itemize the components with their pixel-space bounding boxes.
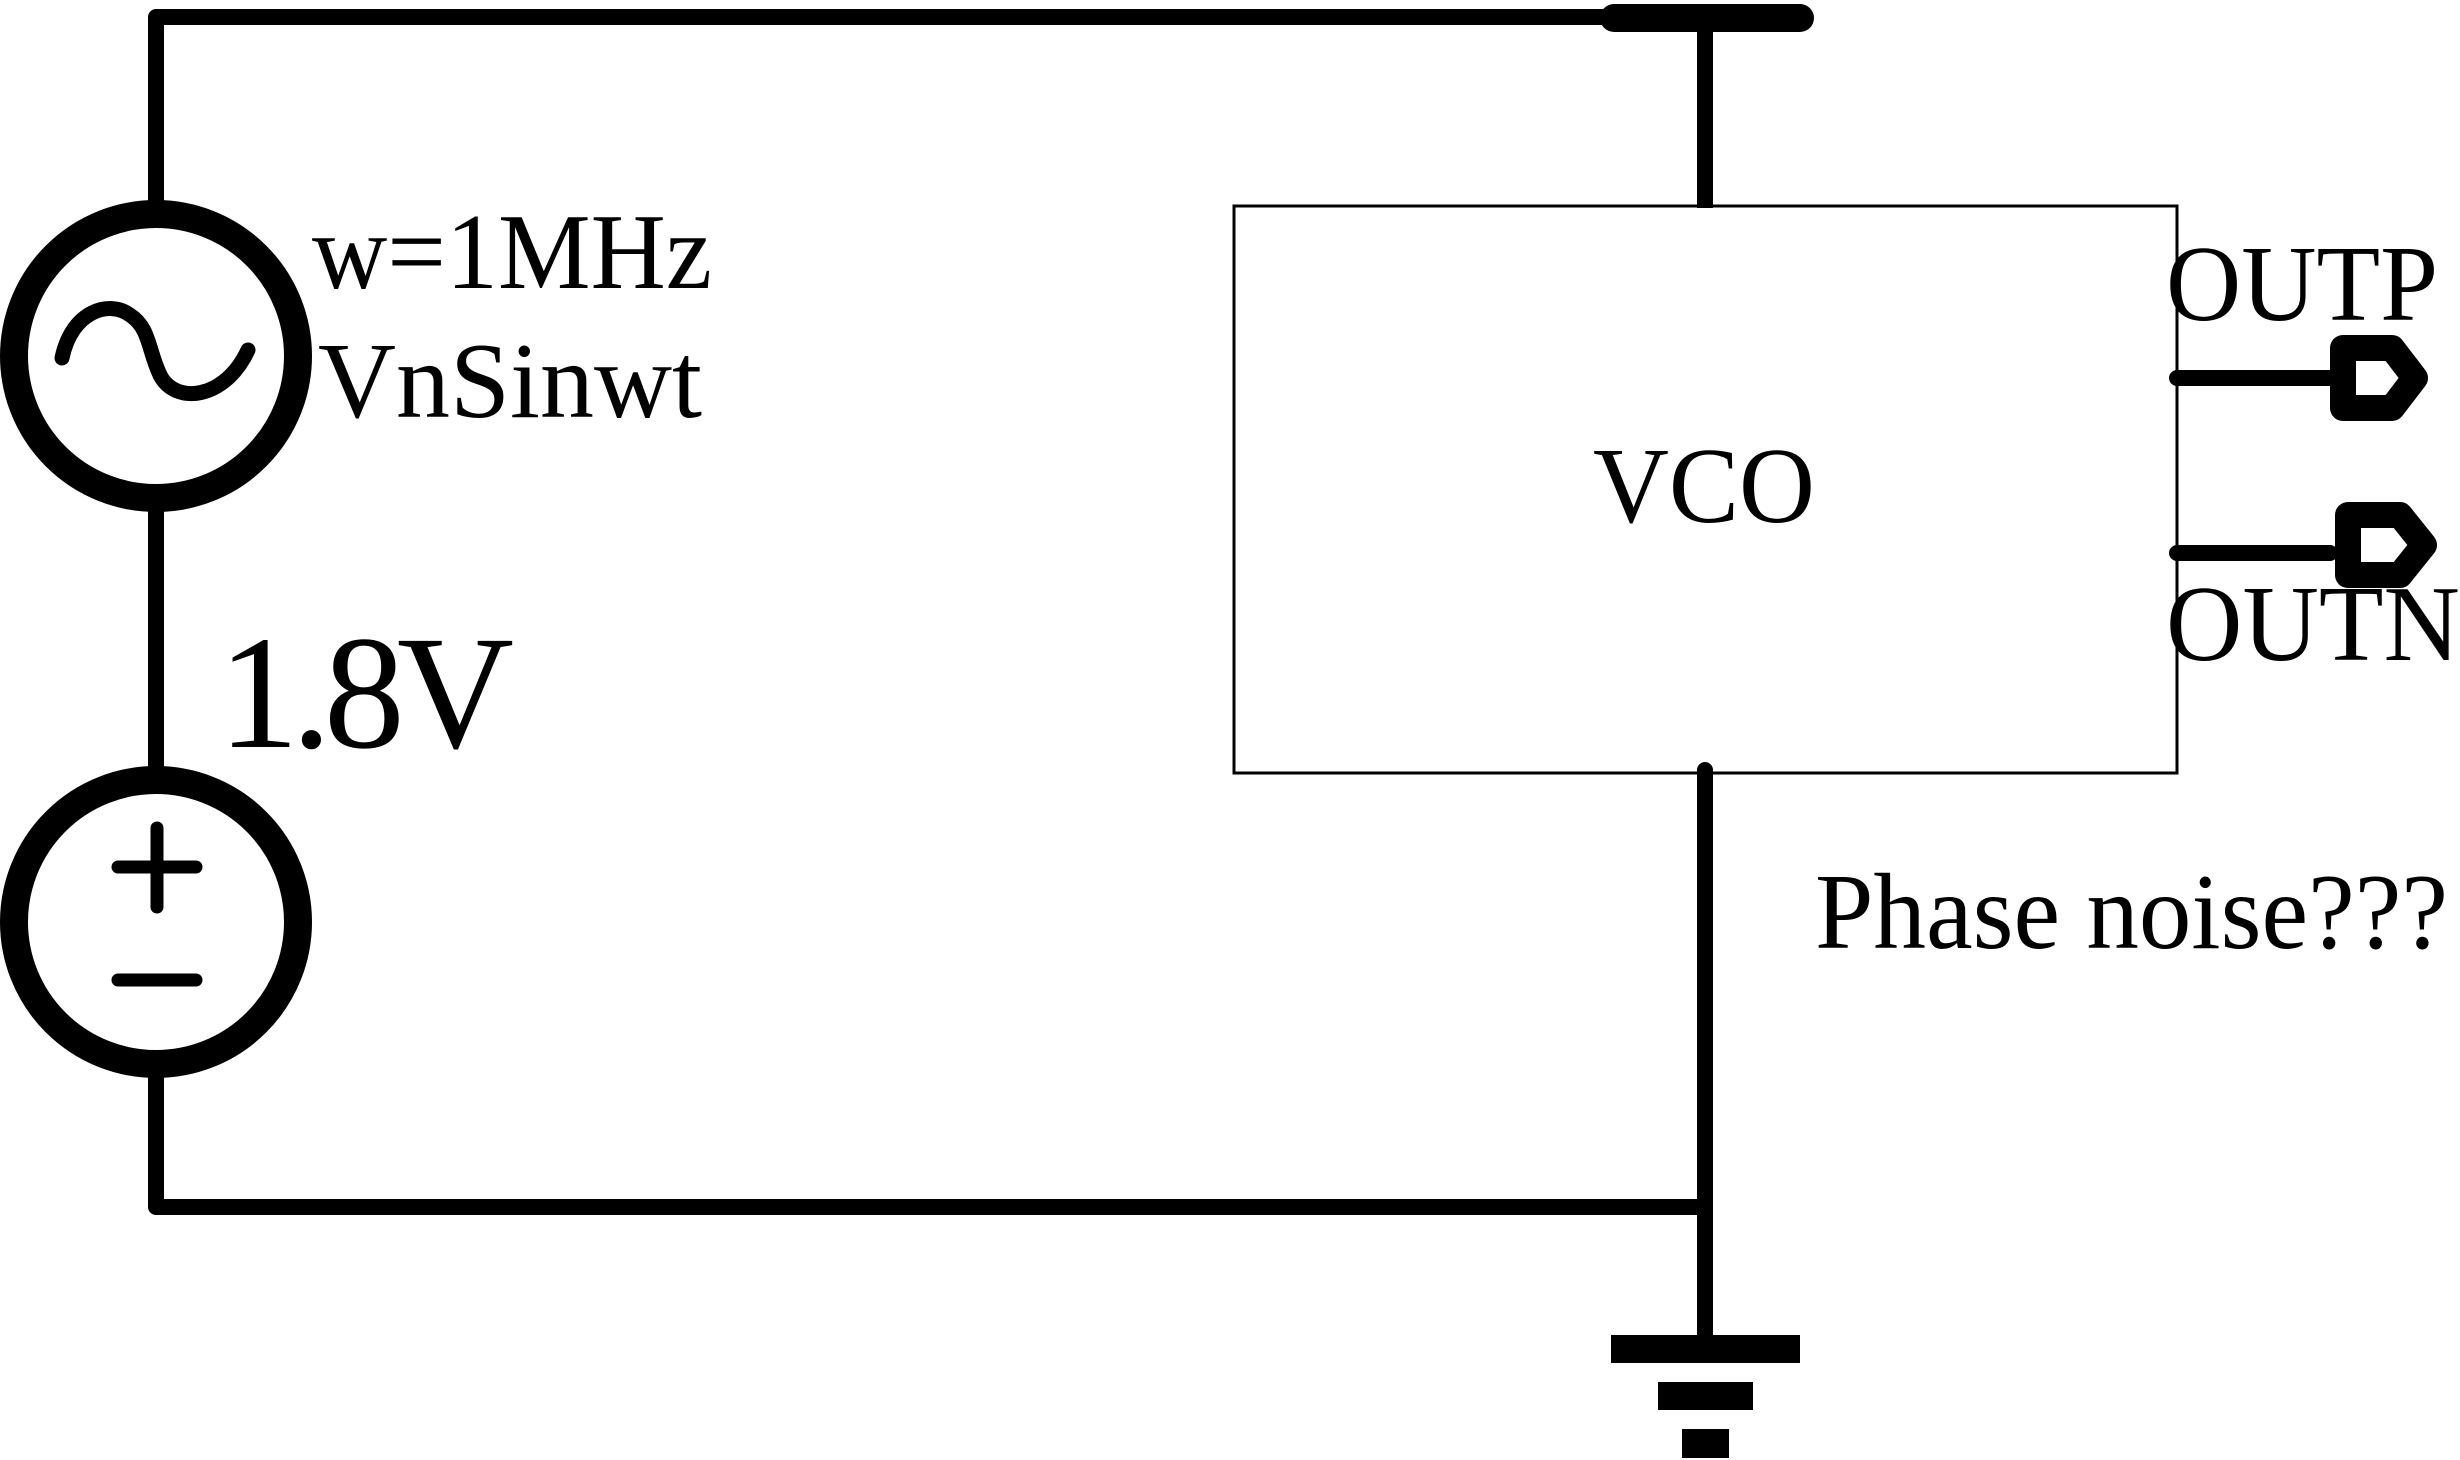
- outn-label: OUTN: [2166, 565, 2460, 684]
- outp-label: OUTP: [2166, 225, 2438, 344]
- dc-voltage-label: 1.8V: [218, 604, 514, 783]
- output-port-outn[interactable]: OUTN: [2166, 502, 2460, 684]
- ac-sine-source-icon[interactable]: [0, 200, 312, 512]
- phase-noise-annotation: Phase noise???: [1815, 853, 2448, 972]
- output-pin-icon[interactable]: [2330, 335, 2428, 421]
- output-port-outp[interactable]: OUTP: [2166, 225, 2438, 421]
- wire-bottom-ground: [148, 1070, 1713, 1215]
- ground-bar-1: [1611, 1335, 1800, 1363]
- wires: [148, 9, 1713, 1348]
- ac-expression-label: VnSinwt: [318, 322, 702, 441]
- sine-wave-icon: [54, 301, 256, 402]
- output-pin-icon[interactable]: [2335, 502, 2437, 588]
- vco-block[interactable]: VCO: [1232, 204, 2179, 775]
- dc-voltage-source-icon[interactable]: [0, 766, 312, 1078]
- vco-box: [1232, 204, 2179, 775]
- ground-bar-3: [1682, 1429, 1729, 1458]
- dc-source-circle: [0, 766, 312, 1078]
- wire-top-supply: [148, 9, 1618, 208]
- ground-icon: [1611, 1335, 1800, 1458]
- vco-label: VCO: [1593, 427, 1815, 546]
- ac-frequency-label: w=1MHz: [312, 193, 712, 312]
- plus-sign-icon: [111, 821, 203, 914]
- ground-bar-2: [1658, 1382, 1753, 1410]
